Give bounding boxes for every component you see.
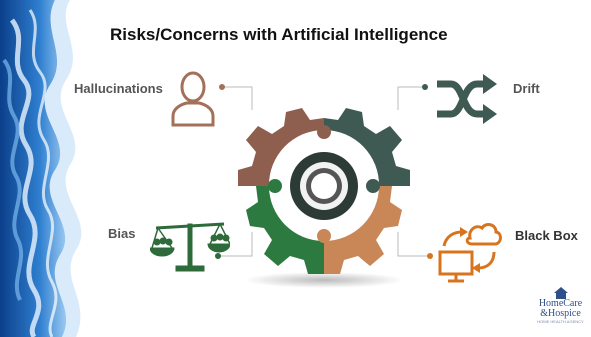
person-icon <box>171 71 215 127</box>
logo-line1: HomeCare <box>538 298 583 309</box>
computer-cloud-sync-icon <box>438 223 502 283</box>
homecare-hospice-logo: HomeCare &Hospice HOME HEALTH AGENCY <box>533 285 588 333</box>
gear-quadrant-drift <box>324 98 410 186</box>
logo-line2: &Hospice <box>540 308 581 319</box>
water-wave-decoration <box>0 0 82 337</box>
risk-label-black-box: Black Box <box>515 228 578 243</box>
gear-quadrant-black-box <box>324 186 410 274</box>
slide-title: Risks/Concerns with Artificial Intellige… <box>110 25 448 44</box>
house-logo-icon <box>553 287 568 299</box>
logo-tagline: HOME HEALTH AGENCY <box>537 319 584 324</box>
shuffle-arrows-icon <box>437 74 497 124</box>
gear-puzzle <box>238 98 410 288</box>
risk-label-bias: Bias <box>108 226 136 241</box>
gear-quadrant-hallucinations <box>238 98 324 186</box>
risk-label-hallucinations: Hallucinations <box>74 81 163 96</box>
risk-label-drift: Drift <box>513 81 540 96</box>
gear-quadrant-bias <box>238 186 324 274</box>
balance-scale-icon <box>150 222 230 272</box>
